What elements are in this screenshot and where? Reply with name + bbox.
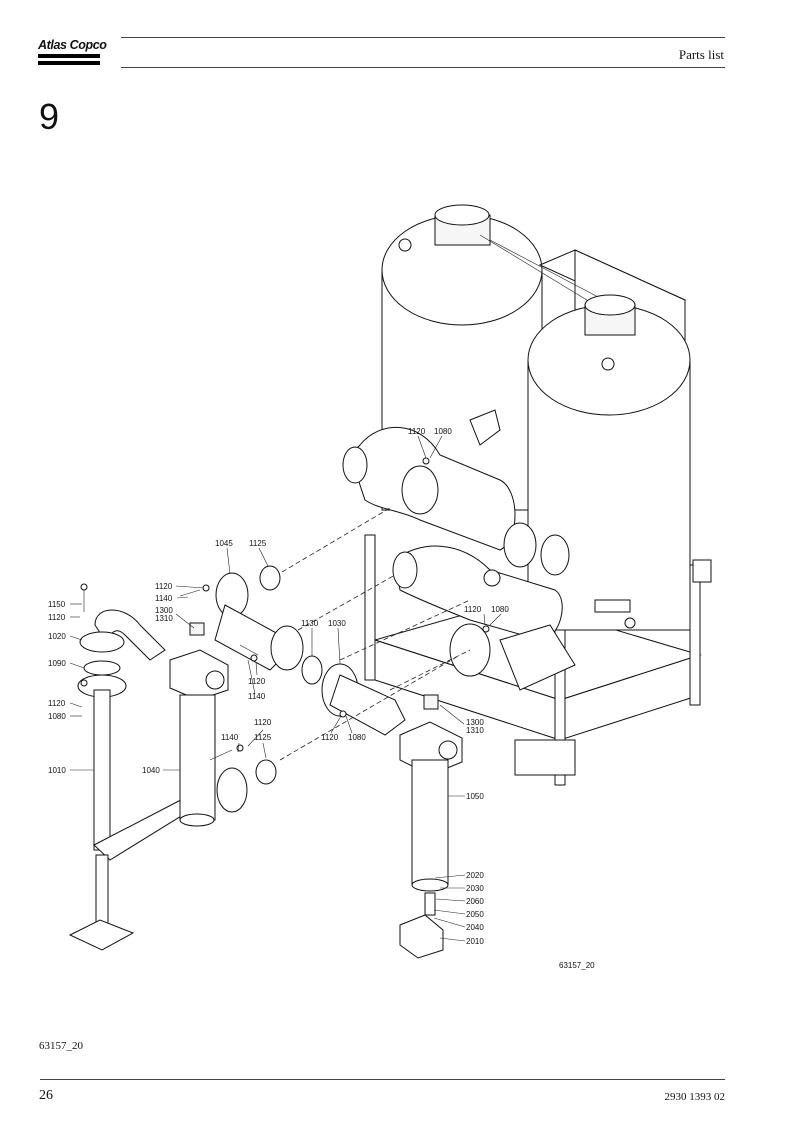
callout-labels: 1120 1080 1045 1125 1120 1140 1300 1310 … — [48, 427, 595, 970]
chapter-number: 9 — [39, 96, 60, 137]
callout-label: 1080 — [491, 605, 509, 614]
callout-label: 1120 — [464, 605, 482, 614]
header-rule-top — [121, 37, 725, 38]
callout-label: 1030 — [328, 619, 346, 628]
callout-label: 2010 — [466, 937, 484, 946]
atlas-copco-logo: Atlas Copco — [38, 36, 107, 66]
right-vessel — [527, 294, 712, 631]
document-number: 2930 1393 02 — [664, 1091, 726, 1103]
logo-text: Atlas Copco — [38, 38, 107, 52]
callout-label: 1310 — [155, 614, 173, 623]
inlet-pipe-1045 — [214, 565, 304, 813]
callout-label: 2050 — [466, 910, 484, 919]
callout-label: 1120 — [155, 582, 173, 591]
callout-label: 1080 — [348, 733, 366, 742]
callout-label: 2060 — [466, 897, 484, 906]
callout-label: 1150 — [48, 600, 66, 609]
callout-label: 2030 — [466, 884, 484, 893]
logo-bar — [38, 61, 100, 65]
filter-housing-1050 — [399, 721, 463, 959]
outlet-pipe-1030 — [301, 655, 406, 736]
callout-label: 1140 — [155, 594, 173, 603]
callout-label: 1120 — [248, 677, 266, 686]
dashed-connection-lines — [279, 507, 471, 761]
callout-label: 1300 — [466, 718, 484, 727]
callout-label: 1120 — [408, 427, 426, 436]
callout-label: 1080 — [48, 712, 66, 721]
callout-label: 1140 — [248, 692, 266, 701]
callout-label: 1125 — [249, 539, 267, 548]
header-rule-bottom — [121, 67, 725, 68]
upper-manifold — [342, 409, 537, 568]
filter-housing-1040 — [169, 649, 229, 827]
logo-bar — [38, 54, 100, 58]
callout-label: 1300 — [155, 606, 173, 615]
left-vessel — [381, 204, 543, 511]
callout-label: 1020 — [48, 632, 66, 641]
section-title: Parts list — [678, 47, 724, 62]
callout-label: 1080 — [434, 427, 452, 436]
small-parts — [80, 457, 490, 761]
callout-label: 1130 — [301, 619, 319, 628]
figure-reference: 63157_20 — [39, 1040, 83, 1052]
callout-label: 1140 — [221, 733, 239, 742]
callout-label: 1125 — [254, 733, 272, 742]
callout-label: 1120 — [321, 733, 339, 742]
lower-manifold — [392, 534, 576, 691]
callout-label: 1120 — [254, 718, 272, 727]
callout-label: 1045 — [215, 539, 233, 548]
footer-rule — [40, 1079, 725, 1080]
callout-label: 2020 — [466, 871, 484, 880]
drawing-id-label: 63157_20 — [559, 961, 595, 970]
callout-label: 1090 — [48, 659, 66, 668]
callout-label: 1010 — [48, 766, 66, 775]
callout-label: 1050 — [466, 792, 484, 801]
page-number: 26 — [39, 1088, 53, 1103]
callout-label: 1120 — [48, 613, 66, 622]
callout-label: 1040 — [142, 766, 160, 775]
callout-label: 1310 — [466, 726, 484, 735]
leader-lines — [69, 435, 502, 942]
callout-label: 2040 — [466, 923, 484, 932]
callout-label: 1120 — [48, 699, 66, 708]
